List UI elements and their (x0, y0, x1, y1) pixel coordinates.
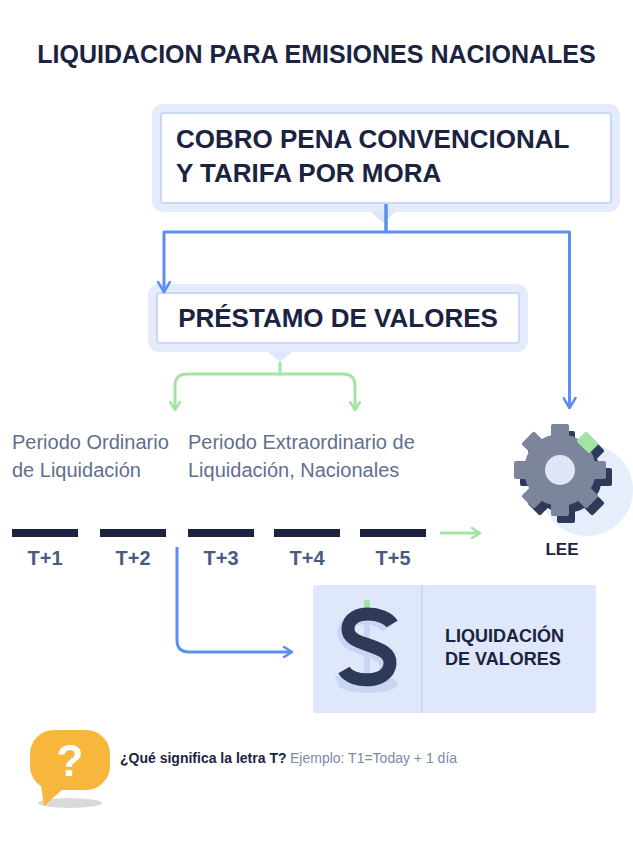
time-step: T+2 (103, 545, 163, 571)
callout-box: COBRO PENA CONVENCIONAL Y TARIFA POR MOR… (160, 112, 612, 204)
node-text: COBRO PENA CONVENCIONAL Y TARIFA POR MOR… (162, 114, 581, 190)
time-step: T+1 (15, 545, 75, 571)
gear-tooth (527, 438, 550, 461)
flow-arrow (164, 204, 386, 292)
gear-tooth (527, 493, 550, 516)
time-step: T+5 (363, 545, 423, 571)
bracket-stem (279, 362, 282, 374)
node-text: PRÉSTAMO DE VALORES (158, 294, 518, 342)
timeline-segment (188, 529, 254, 537)
gear-body (524, 434, 596, 506)
time-step: T+3 (191, 545, 251, 571)
time-step: T+4 (277, 545, 337, 571)
timeline-arrow (440, 532, 480, 535)
period-label: Periodo Extraordinario de Liquidación, N… (188, 428, 448, 484)
gear-body (530, 441, 602, 513)
gear-tooth (557, 509, 575, 523)
gear-hub (545, 455, 575, 485)
callout-tail (267, 351, 293, 362)
help-example: Ejemplo: T1=Today + 1 día (290, 749, 457, 767)
callout-box: PRÉSTAMO DE VALORES (156, 292, 520, 344)
gear-node: LEE (512, 408, 627, 560)
gear-tooth (520, 468, 534, 486)
dollar-bar (364, 600, 370, 690)
gear-tooth (582, 438, 605, 461)
gear-face (514, 424, 606, 516)
bracket-arrow (175, 374, 280, 410)
callout-tail (370, 211, 396, 223)
diagram-title: LIQUIDACION PARA EMISIONES NACIONALES (0, 38, 633, 70)
gear-tooth (521, 486, 544, 509)
gear-tooth (598, 468, 612, 486)
bubble-tail (40, 778, 64, 806)
gear-tooth (551, 502, 569, 516)
timeline-segment (274, 529, 340, 537)
gear-tooth (576, 486, 599, 509)
timeline-segment (360, 529, 426, 537)
dollar-base (338, 675, 398, 693)
help-question: ¿Qué significa la letra T? (120, 749, 286, 767)
gear-tooth (514, 461, 528, 479)
node-text: LEE (512, 539, 612, 561)
bubble-shadow (38, 798, 102, 808)
gear-tooth (582, 493, 605, 516)
timeline-segment (12, 529, 78, 537)
timeline-segment (100, 529, 166, 537)
bracket-arrow (280, 374, 355, 410)
gear-tooth (521, 431, 544, 454)
panel-divider (421, 585, 423, 713)
node-text: LIQUIDACIÓN DE VALORES (445, 625, 575, 671)
gear-tooth (551, 424, 569, 438)
gear-glow (541, 444, 633, 536)
period-label: Periodo Ordinario de Liquidación (12, 428, 172, 484)
gear-shadow (520, 431, 612, 523)
help-icon: ? (30, 733, 110, 788)
settlement-arrow (177, 547, 292, 652)
dollar-shadow (340, 618, 388, 684)
gear-tooth (557, 431, 575, 445)
dollar-symbol (344, 614, 392, 680)
gear-tooth (592, 461, 606, 479)
dollar-cap (364, 600, 370, 608)
flow-arrow (386, 204, 570, 408)
gear-tooth (576, 431, 599, 454)
process-box: LIQUIDACIÓN DE VALORES (313, 585, 596, 713)
help-bubble (30, 730, 110, 790)
